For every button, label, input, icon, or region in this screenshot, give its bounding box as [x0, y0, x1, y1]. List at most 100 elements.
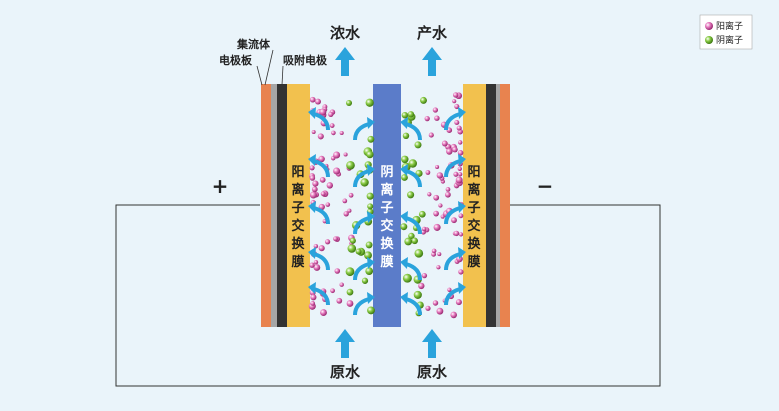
anion-particle — [365, 267, 374, 275]
flow-arrow-head — [308, 201, 316, 213]
cation-particle — [342, 198, 348, 204]
anion-particle — [355, 248, 362, 255]
cation-particle — [339, 282, 344, 287]
cation-particle — [425, 305, 431, 311]
cation-particle — [438, 203, 443, 208]
cation-particle — [450, 311, 458, 319]
flow-arrow-head — [458, 247, 466, 259]
cation-particle — [319, 177, 326, 183]
cation-particle — [333, 236, 338, 242]
adsorption-electrode-label: 吸附电极 — [283, 53, 328, 67]
electrode-plate-label: 电极板 — [219, 53, 253, 67]
cation-particle — [333, 167, 341, 175]
flow-arrow-curve — [313, 112, 330, 131]
anion-particle — [349, 237, 356, 244]
cation-particle — [445, 191, 451, 198]
membrane-label-char: 膜 — [467, 254, 480, 270]
flow-arrow-head — [367, 164, 375, 176]
cation-particle — [333, 151, 341, 159]
anion-particle — [367, 203, 374, 210]
cation-particle — [433, 223, 441, 231]
cation-particle — [446, 148, 453, 155]
membrane-label-char: 阴 — [380, 165, 393, 180]
membrane-label-char: 离 — [291, 182, 304, 198]
legend-cation-swatch — [705, 22, 713, 30]
flow-arrow-head — [458, 201, 466, 213]
flow-arrow-curve — [405, 262, 422, 281]
cation-particle — [436, 172, 443, 179]
membrane-label-char: 换 — [291, 236, 305, 252]
cation-particle — [343, 211, 349, 217]
membrane-label-char: 阳 — [467, 165, 480, 180]
flow-arrow-head — [400, 117, 408, 129]
anion-particle — [400, 223, 408, 231]
cation-particle — [330, 288, 335, 294]
anion-particle — [346, 160, 355, 170]
flow-arrow-head — [458, 107, 466, 119]
right-cation-membrane — [463, 84, 486, 327]
cation-particle — [317, 133, 324, 140]
cation-particle — [437, 252, 442, 257]
cation-particle — [421, 272, 428, 279]
cation-particle — [453, 230, 460, 237]
flow-arrow-curve — [313, 287, 330, 306]
flow-arrow-curve — [353, 297, 370, 316]
cation-particle — [336, 297, 343, 304]
cation-particle — [313, 243, 319, 249]
cation-particle — [452, 99, 457, 104]
cation-particle — [315, 98, 321, 105]
cation-particle — [452, 92, 459, 98]
cation-particle — [447, 287, 452, 292]
product-outlet-arrow — [422, 47, 442, 76]
current-collector-label: 集流体 — [236, 37, 271, 51]
cation-particle — [457, 166, 462, 171]
membrane-label-char: 子 — [291, 201, 304, 216]
flow-arrow-curve — [405, 169, 422, 188]
cation-particle — [318, 155, 325, 163]
cation-particle — [445, 187, 451, 192]
cation-particle — [313, 259, 319, 265]
anion-particle — [347, 244, 357, 253]
cation-particle — [347, 208, 352, 213]
cation-particle — [325, 202, 331, 207]
raw-water-left-label: 原水 — [330, 363, 361, 381]
cation-particle — [453, 171, 459, 177]
flow-arrow-head — [400, 211, 408, 223]
raw-inlet-left-arrow — [335, 329, 355, 358]
cation-particle — [312, 180, 319, 187]
membrane-label-char: 交 — [291, 218, 304, 234]
cation-particle — [433, 210, 439, 217]
cation-particle — [309, 96, 316, 103]
right-adsorption-electrode — [486, 84, 496, 327]
anion-particle — [402, 273, 412, 283]
legend: 阳离子 阴离子 — [699, 14, 753, 50]
anion-particle — [408, 232, 415, 240]
cation-particle — [319, 108, 327, 116]
cation-particle — [348, 192, 354, 198]
cation-particle — [456, 125, 462, 131]
anion-particle — [361, 277, 369, 284]
flow-arrow-curve — [405, 216, 422, 235]
flow-arrow-curve — [353, 262, 370, 281]
anion-particle — [366, 192, 374, 200]
cation-particle — [334, 268, 341, 274]
flow-arrow-head — [367, 211, 375, 223]
cation-particle — [427, 192, 432, 197]
product-label: 产水 — [417, 24, 448, 42]
anion-particle — [414, 248, 424, 258]
cation-particle — [320, 191, 326, 197]
concentrate-outlet-arrow — [335, 47, 355, 76]
anion-particle — [401, 111, 409, 119]
cation-particle — [309, 191, 317, 199]
right-current-collector — [496, 84, 500, 327]
cation-particle — [434, 115, 440, 121]
flow-arrow-head — [308, 154, 316, 166]
cation-particle — [421, 226, 427, 232]
membrane-label-char: 子 — [380, 201, 393, 216]
membrane-label-char: 子 — [467, 201, 480, 216]
cation-particle — [458, 269, 464, 275]
anion-particle — [365, 241, 373, 249]
cation-particle — [454, 119, 460, 126]
